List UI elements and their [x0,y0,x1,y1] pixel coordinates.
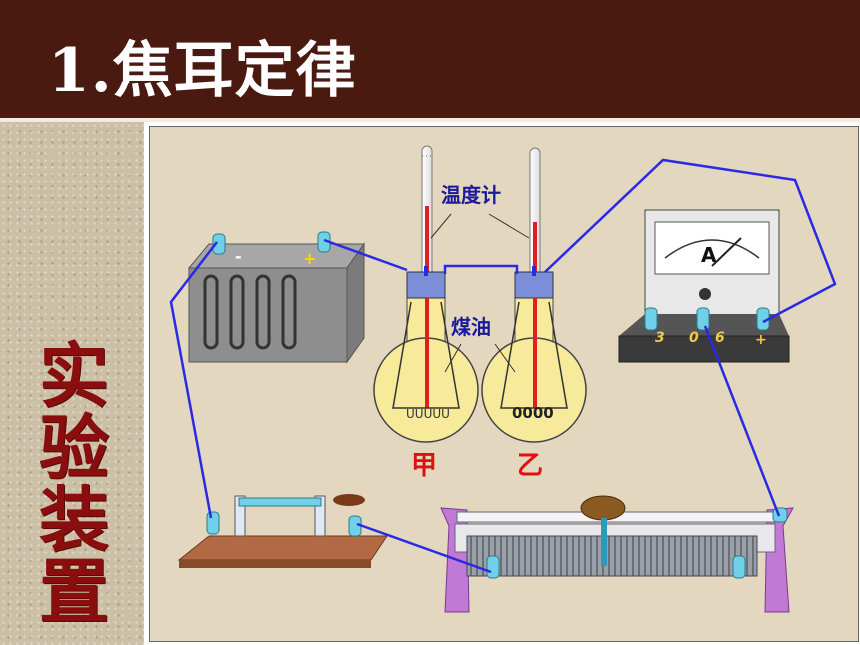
ammeter-terminal-6: 6 [715,330,725,346]
svg-text:0000: 0000 [512,404,554,422]
wires [169,158,837,574]
flask-b-label: 乙 [517,451,543,481]
ammeter-symbol: A [701,243,717,267]
flask-b: 0000 [481,266,587,443]
thermometer-label: 温度计 [441,183,501,207]
title-bar: 1.焦耳定律 [0,0,860,118]
battery: - + [187,231,365,364]
flask-a-label: 甲 [411,451,437,481]
circuit-diagram: - + 温度计 UUUUU 0000 煤油 甲 乙 [169,145,837,613]
kerosene-label: 煤油 [451,315,491,339]
rheostat [440,495,794,613]
battery-minus-label: - [235,247,242,266]
side-label: 实验装置 [39,335,109,633]
svg-text:UUUUU: UUUUU [406,407,450,421]
side-panel: 实验装置 [0,122,144,645]
ammeter-terminal-plus: + [755,332,767,348]
page-title: 1.焦耳定律 [48,36,357,106]
ammeter: A 3 0 6 + [618,209,790,363]
ammeter-terminal-3: 3 [655,330,665,346]
flask-a: UUUUU [373,266,479,443]
ammeter-terminal-0: 0 [689,330,699,346]
switch [177,494,388,568]
battery-plus-label: + [303,249,316,268]
